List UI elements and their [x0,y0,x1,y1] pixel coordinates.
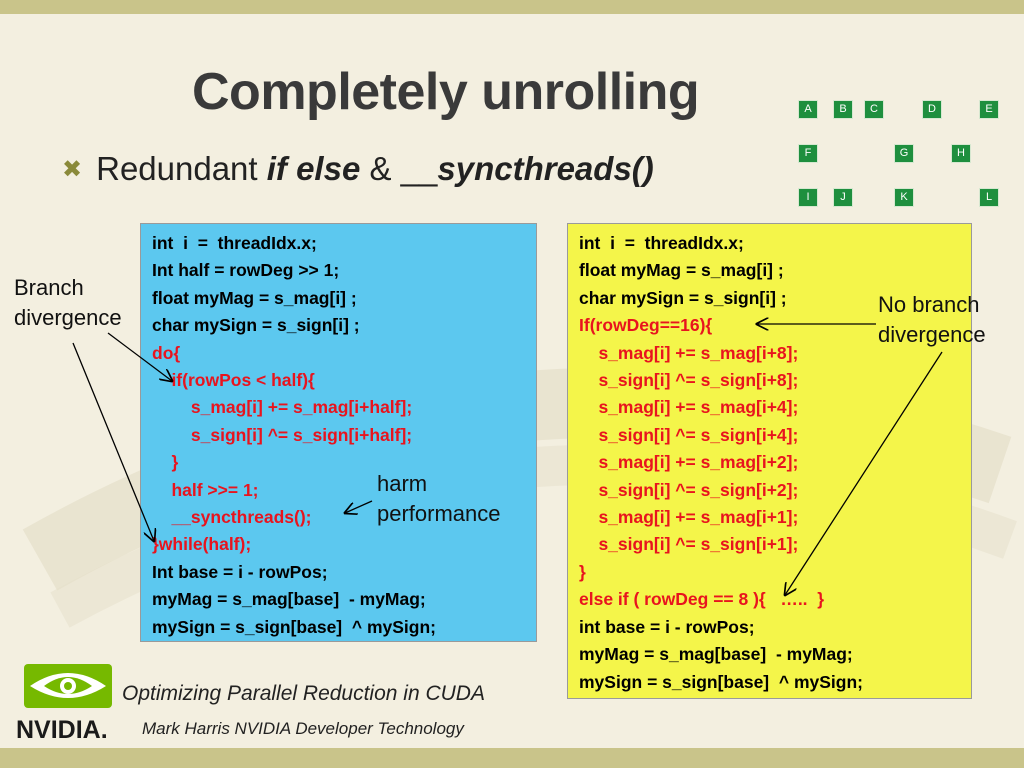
code-line: if(rowPos < half){ [152,370,315,391]
code-line: s_mag[i] += s_mag[i+4]; [579,397,799,418]
slide-title: Completely unrolling [192,63,700,121]
bullet-text-mid: & __ [360,150,438,187]
nvidia-eye-icon: NVIDIA. [16,664,112,744]
code-line: }while(half); [152,534,252,555]
bullet-syncthreads: syncthreads() [437,150,654,187]
no-branch-divergence-label: No branch divergence [878,290,986,350]
code-line: s_sign[i] ^= s_sign[i+4]; [579,424,799,445]
code-line: s_mag[i] += s_mag[i+1]; [579,507,799,528]
grid-cell: C [864,100,884,119]
code-line: myMag = s_mag[base] - myMag; [152,589,426,610]
bullet-point: ✖ Redundant if else & __syncthreads() [62,150,654,188]
note-line: No branch [878,292,980,317]
top-stripe [0,0,1024,14]
footer-presentation-title: Optimizing Parallel Reduction in CUDA [122,682,485,705]
note-line: Branch [14,275,84,300]
code-line: float myMag = s_mag[i] ; [579,260,784,281]
grid-cell: J [833,188,853,207]
code-line: int i = threadIdx.x; [152,233,317,253]
code-line: myMag = s_mag[base] - myMag; [579,644,853,665]
grid-cell: K [894,188,914,207]
bottom-stripe [0,748,1024,768]
branch-divergence-label: Branch divergence [14,273,122,333]
grid-cell: A [798,100,818,119]
code-line: s_mag[i] += s_mag[i+8]; [579,342,799,363]
code-line: __syncthreads(); [152,507,312,528]
code-line: do{ [152,342,181,363]
code-line: float myMag = s_mag[i] ; [152,287,357,308]
harm-performance-label: harm performance [377,469,501,529]
code-line: Int half = rowDeg >> 1; [152,260,340,281]
x-bullet-icon: ✖ [62,156,83,183]
bullet-text-start: Redundant [96,150,267,187]
branching-code-block: int i = threadIdx.x; Int half = rowDeg >>… [140,223,537,642]
nvidia-wordmark: NVIDIA. [16,716,108,742]
grid-cell: B [833,100,853,119]
grid-cell: G [894,144,914,163]
note-line: divergence [878,322,986,347]
note-line: harm [377,471,428,496]
code-line: char mySign = s_sign[i] ; [152,315,360,336]
code-line: If(rowDeg==16){ [579,315,713,336]
code-line: s_mag[i] += s_mag[i+half]; [152,397,413,418]
grid-cell: I [798,188,818,207]
code-line: mySign = s_sign[base] ^ mySign; [152,616,436,637]
note-line: divergence [14,305,122,330]
code-line: } [579,561,586,582]
grid-cell: D [922,100,942,119]
code-line: s_mag[i] += s_mag[i+2]; [579,452,799,473]
code-line: half >>= 1; [152,479,259,500]
footer-author: Mark Harris NVIDIA Developer Technology [142,719,464,738]
grid-cell: H [951,144,971,163]
grid-cell: E [979,100,999,119]
code-line: Int base = i - rowPos; [152,561,328,582]
bullet-if-else: if else [266,150,361,187]
code-line: mySign = s_sign[base] ^ mySign; [579,671,863,692]
unrolled-code-block: int i = threadIdx.x; float myMag = s_mag[… [567,223,972,699]
code-line: int base = i - rowPos; [579,616,755,637]
code-line: s_sign[i] ^= s_sign[i+2]; [579,479,799,500]
note-line: performance [377,501,501,526]
grid-cell: L [979,188,999,207]
nvidia-logo: NVIDIA. [14,662,122,747]
code-line: } [152,452,179,473]
grid-cell: F [798,144,818,163]
code-line: s_sign[i] ^= s_sign[i+half]; [152,424,413,445]
code-line: int i = threadIdx.x; [579,233,744,253]
code-line: else if ( rowDeg == 8 ){ ….. } [579,589,825,610]
code-line: s_sign[i] ^= s_sign[i+1]; [579,534,799,555]
code-line: s_sign[i] ^= s_sign[i+8]; [579,370,799,391]
code-line: char mySign = s_sign[i] ; [579,287,787,308]
